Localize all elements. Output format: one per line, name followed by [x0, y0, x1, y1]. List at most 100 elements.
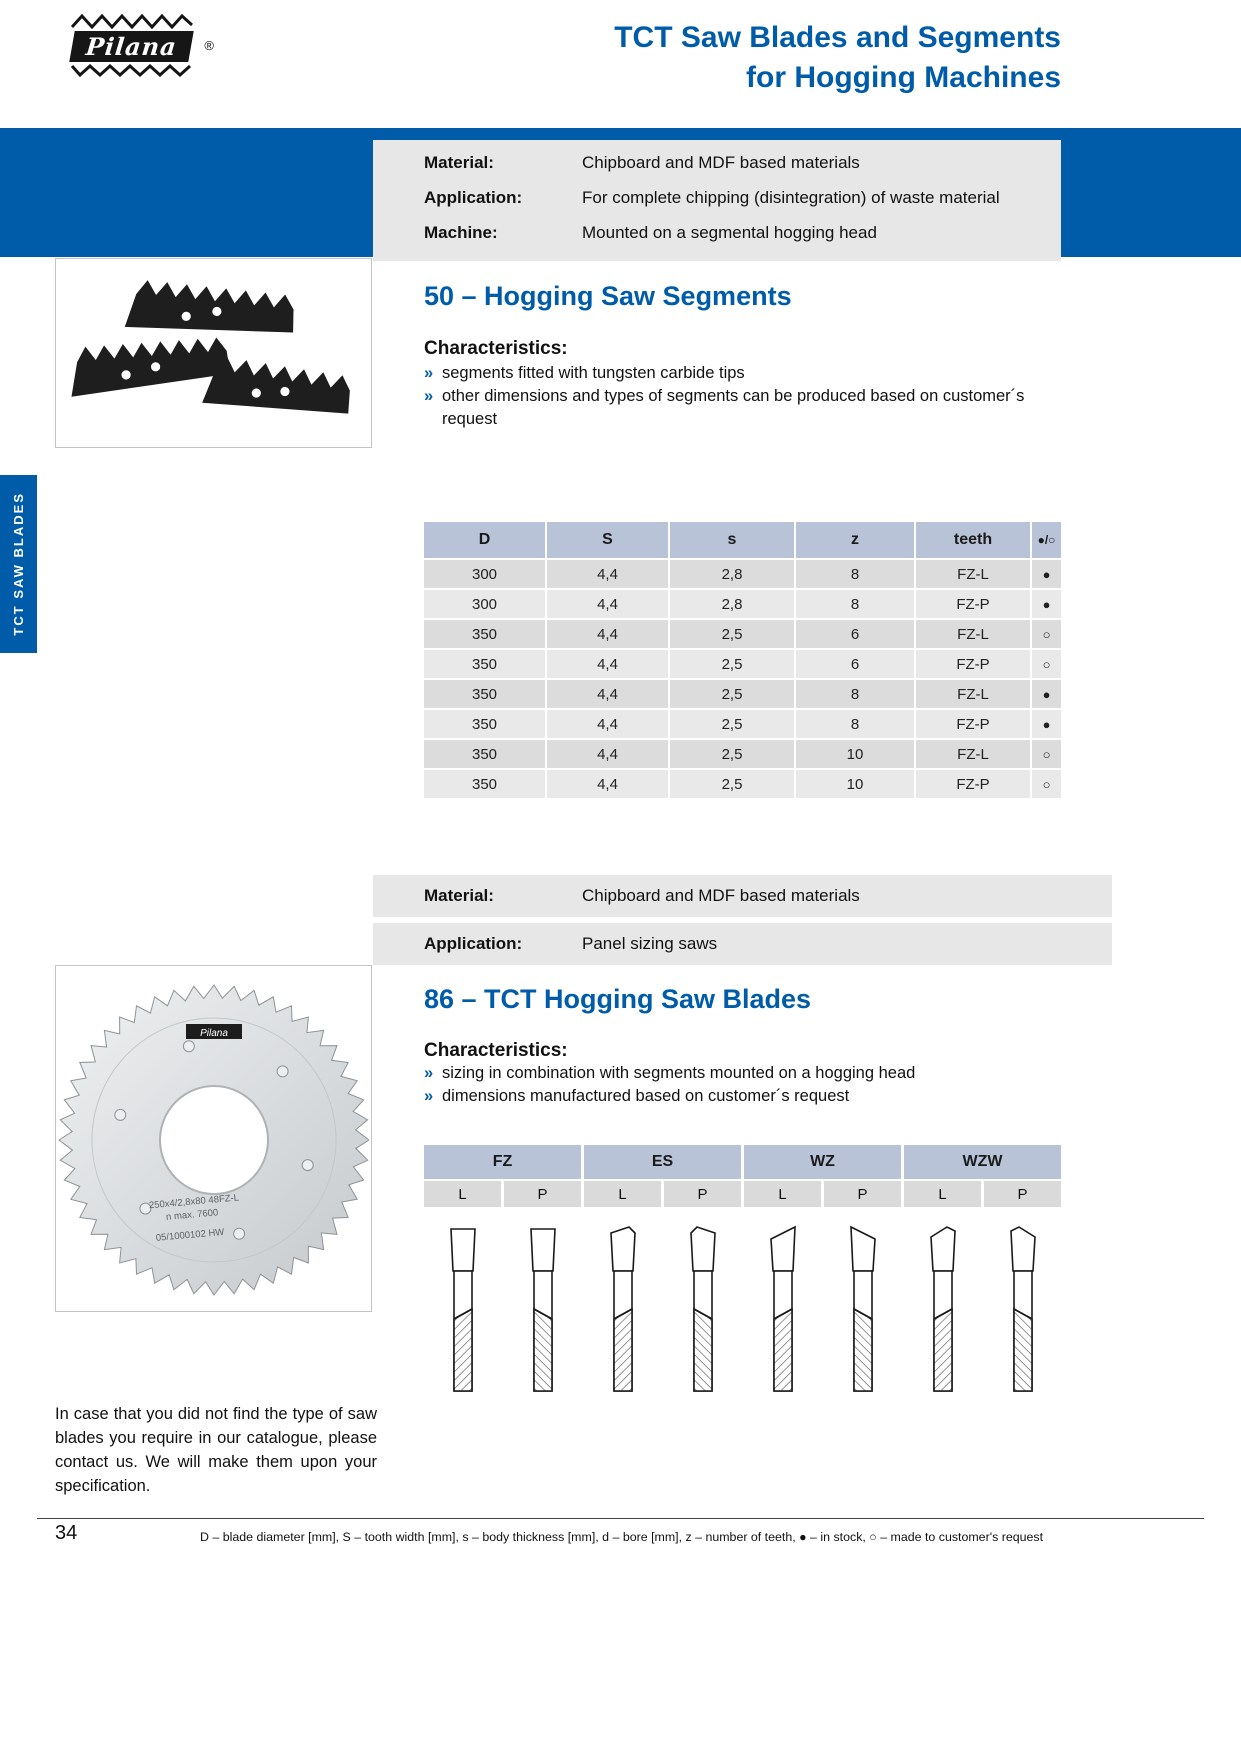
column-header: s: [670, 522, 796, 558]
saw-segment: [202, 357, 350, 414]
table-cell: 8: [796, 560, 916, 588]
stock-indicator: ●: [1042, 716, 1051, 732]
tooth-side-header: L: [744, 1181, 821, 1207]
column-header: S: [547, 522, 670, 558]
bullet-item: » dimensions manufactured based on custo…: [424, 1085, 1046, 1108]
section1-heading: 50 – Hogging Saw Segments: [424, 281, 792, 311]
tooth-group-header: WZ: [744, 1145, 901, 1179]
info-row: Application: For complete chipping (disi…: [373, 180, 1061, 215]
info-label: Material:: [424, 152, 494, 172]
info-box-1: Material: Chipboard and MDF based materi…: [373, 140, 1061, 261]
logo-sawtooth-bottom: [70, 64, 192, 77]
tooth-side-header: P: [984, 1181, 1061, 1207]
tooth-side-header: L: [584, 1181, 661, 1207]
stock-indicator: ○: [1042, 776, 1051, 792]
tooth-side-header: P: [824, 1181, 901, 1207]
info-value: Mounted on a segmental hogging head: [582, 222, 877, 242]
section2-bullets: » sizing in combination with segments mo…: [424, 1062, 1046, 1108]
tooth-profile-drawing: [849, 1225, 876, 1392]
page-number: 34: [55, 1522, 78, 1544]
column-header-stock: ●/○: [1032, 522, 1061, 558]
sidebar-label: TCT SAW BLADES: [11, 492, 26, 636]
tooth-profile-es-p: [664, 1209, 741, 1419]
table-cell: 2,5: [670, 620, 796, 648]
stock-indicator: ●: [1042, 566, 1051, 582]
tooth-profile-fz-l: [424, 1209, 501, 1419]
blade-inner-ring: [91, 1017, 337, 1263]
table-cell: 300: [424, 560, 547, 588]
info-value: Chipboard and MDF based materials: [582, 152, 860, 172]
bullet-item: » segments fitted with tungsten carbide …: [424, 362, 1046, 385]
tooth-profile-es-l: [584, 1209, 661, 1419]
tooth-profile-drawing: [689, 1226, 716, 1392]
segments-illustration: [71, 280, 350, 414]
blade-illustration: Pilana 250x4/2,8x80 48FZ-L n max. 7600 0…: [58, 984, 370, 1296]
info-value: For complete chipping (disintegration) o…: [582, 187, 1000, 207]
table-cell: 4,4: [547, 620, 670, 648]
table-cell: 10: [796, 740, 916, 768]
footer-legend: D – blade diameter [mm], S – tooth width…: [200, 1530, 1044, 1544]
pilana-logo: Pilana ®: [69, 14, 214, 118]
tooth-profile-drawing: [529, 1228, 556, 1392]
bullet-marker: »: [424, 1064, 434, 1082]
stock-indicator: ○: [1042, 746, 1051, 762]
info-row: Machine: Mounted on a segmental hogging …: [373, 215, 1061, 250]
table-cell: 350: [424, 740, 547, 768]
tooth-profile-wzw-p: [984, 1209, 1061, 1419]
bullet-text: other dimensions and types of segments c…: [442, 387, 1025, 428]
blade-pin-holes: [114, 1040, 314, 1240]
bullet-text: segments fitted with tungsten carbide ti…: [442, 364, 745, 382]
tooth-profile-drawing: [449, 1228, 476, 1392]
blade-bore: [159, 1085, 269, 1195]
bullet-item: » other dimensions and types of segments…: [424, 385, 1046, 431]
section2-heading: 86 – TCT Hogging Saw Blades: [424, 984, 812, 1014]
table-cell: 2,5: [670, 710, 796, 738]
table-cell: 10: [796, 770, 916, 798]
info-value: Chipboard and MDF based materials: [582, 886, 860, 905]
table-cell: 350: [424, 620, 547, 648]
bullet-text: dimensions manufactured based on custome…: [442, 1087, 850, 1105]
page-title-line1: TCT Saw Blades and Segments: [614, 21, 1061, 54]
table-cell: 2,5: [670, 740, 796, 768]
sidebar-tab: TCT SAW BLADES: [0, 475, 37, 653]
stock-indicator: ○: [1042, 656, 1051, 672]
tooth-profile-drawing: [609, 1226, 636, 1392]
info-label: Application:: [424, 187, 523, 207]
table-cell: 6: [796, 620, 916, 648]
table-cell: FZ-L: [916, 620, 1032, 648]
table-cell: FZ-L: [916, 740, 1032, 768]
table-cell: FZ-P: [916, 710, 1032, 738]
logo-sawtooth-top: [70, 14, 194, 29]
tooth-profile-wz-p: [824, 1209, 901, 1419]
table-cell: 6: [796, 650, 916, 678]
table-cell: 4,4: [547, 560, 670, 588]
tooth-drawing-row: [424, 1209, 1061, 1419]
table-cell: 350: [424, 770, 547, 798]
table-cell: 4,4: [547, 590, 670, 618]
bullet-text: sizing in combination with segments moun…: [442, 1064, 916, 1082]
tooth-profile-wzw-l: [904, 1209, 981, 1419]
saw-segment: [71, 337, 231, 397]
section1-characteristics-title: Characteristics:: [424, 338, 568, 359]
page-title: TCT Saw Blades and Segments for Hogging …: [614, 18, 1061, 98]
table-cell: 350: [424, 680, 547, 708]
blade-rpm: n max. 7600: [166, 1207, 219, 1223]
segments-table-header: D S s z teeth ●/○: [424, 522, 1061, 558]
tooth-profile-wz-l: [744, 1209, 821, 1419]
table-cell: FZ-P: [916, 770, 1032, 798]
info-row: Material: Chipboard and MDF based materi…: [373, 145, 1061, 180]
table-cell: 4,4: [547, 680, 670, 708]
table-cell: 2,5: [670, 650, 796, 678]
table-cell: 2,8: [670, 560, 796, 588]
